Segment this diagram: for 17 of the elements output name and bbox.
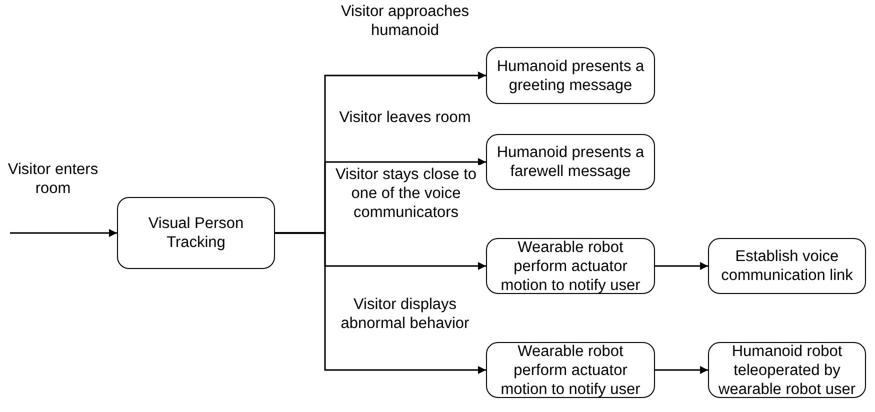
process-box [486,47,655,104]
box-text: Humanoid presents a greeting message [496,56,646,94]
box-text: Wearable robot perform actuator motion to notify user [500,342,642,398]
arrow [275,232,486,374]
box-text: Establish voice communication link [720,247,854,285]
arrow [10,229,117,237]
process-box [708,238,866,294]
process-box [486,238,655,294]
box-text: Humanoid robot teleoperated by wearable robot user [718,342,856,398]
process-box [486,342,655,398]
box-text: Wearable robot perform actuator motion to notify user [500,238,642,294]
process-box [486,134,655,190]
arrow [655,262,708,270]
box-text: Visual Person Tracking [147,214,245,252]
box-text: Humanoid presents a farewell message [496,143,646,181]
arrow [655,366,708,374]
process-box [117,197,275,269]
